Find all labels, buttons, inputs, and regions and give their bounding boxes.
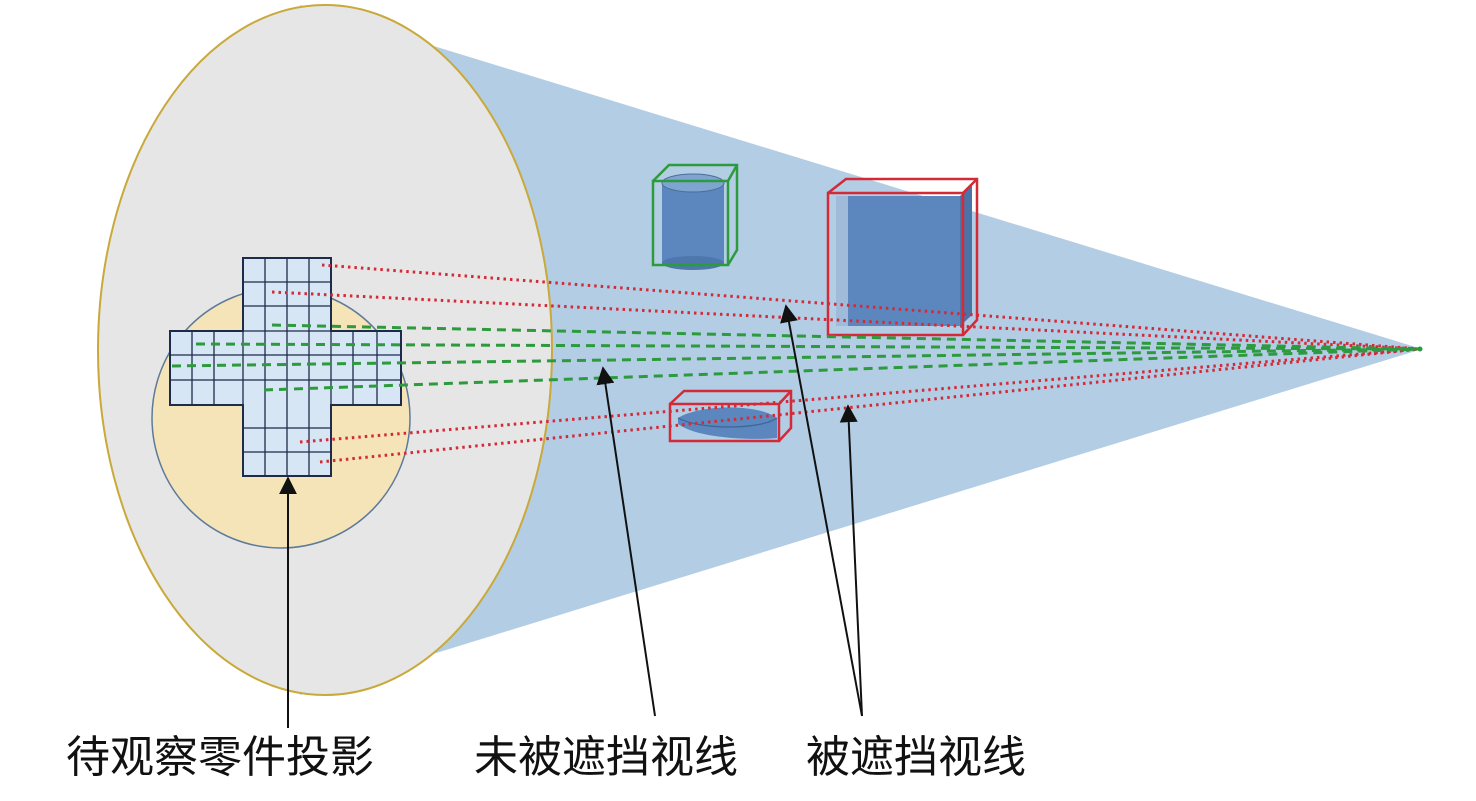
arrow-unblocked-sightline <box>596 366 656 717</box>
unblocked-sightline-label: 未被遮挡视线 <box>474 732 738 783</box>
half-cylinder-object <box>677 407 778 439</box>
viewing-cone <box>300 5 1422 695</box>
cylinder-object <box>661 173 725 270</box>
part-projection-label: 待观察零件投影 <box>66 732 374 783</box>
arrow-blocked-sightline-1 <box>780 304 863 717</box>
blocked-sightlines <box>271 263 1421 464</box>
arrow-blocked-sightline-2 <box>839 404 863 717</box>
apex-point-icon <box>1417 346 1423 352</box>
box-bounding-box <box>826 177 979 337</box>
blocked-sightline-label: 被遮挡视线 <box>806 732 1026 783</box>
box-object <box>836 185 972 326</box>
cylinder-bounding-box <box>651 163 739 267</box>
unblocked-sightlines <box>171 323 1421 392</box>
callout-arrows <box>279 304 863 728</box>
